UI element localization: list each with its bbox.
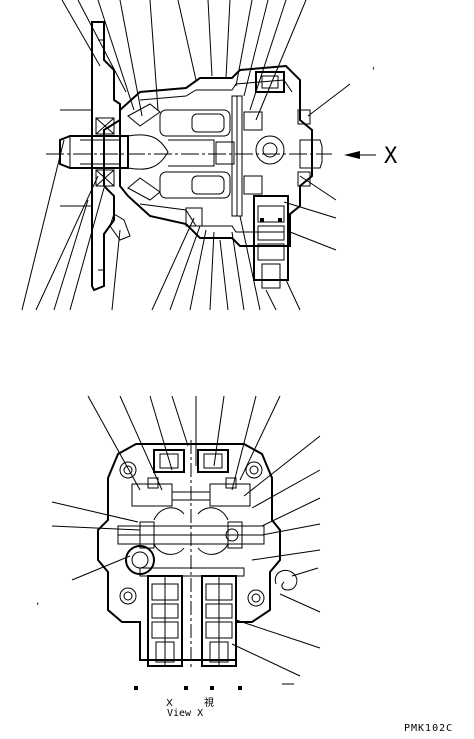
view-caption-en: View X xyxy=(167,708,204,719)
relief-cartridge-left xyxy=(147,575,183,667)
leader-lines-side-bottom xyxy=(21,139,301,311)
front-bearing-lower xyxy=(95,169,115,187)
port-upper xyxy=(255,71,285,93)
drawing-code: PMK102C xyxy=(404,723,454,734)
leader-lines-side-top xyxy=(61,0,307,121)
end-cover-outline xyxy=(97,443,281,661)
tick-mark-top-right: ' xyxy=(372,66,375,77)
leader-lines-view-top xyxy=(87,395,281,491)
corner-bolts xyxy=(119,461,265,607)
lower-bolt xyxy=(109,213,131,241)
view-caption-jp: X 視 xyxy=(166,698,229,709)
swash-plate xyxy=(127,103,161,127)
lifting-hook xyxy=(274,569,298,591)
leader-lines-view-left xyxy=(51,501,141,581)
leader-lines-side-right xyxy=(283,83,351,251)
relief-valve-cartridge xyxy=(253,195,289,281)
view-port-left xyxy=(153,449,185,473)
piston-lower xyxy=(159,171,231,199)
leader-lines-view-right xyxy=(231,435,321,677)
side-view xyxy=(21,0,376,311)
view-arrow-label: X xyxy=(384,144,398,169)
view-x xyxy=(51,395,321,690)
relief-cartridge-right xyxy=(201,575,237,667)
tick-mark-left: , xyxy=(36,596,40,607)
front-bearing-upper xyxy=(95,117,115,135)
mounting-flange xyxy=(91,21,121,292)
piston-upper xyxy=(159,109,231,137)
port-right xyxy=(299,139,323,169)
view-port-right xyxy=(197,449,229,473)
